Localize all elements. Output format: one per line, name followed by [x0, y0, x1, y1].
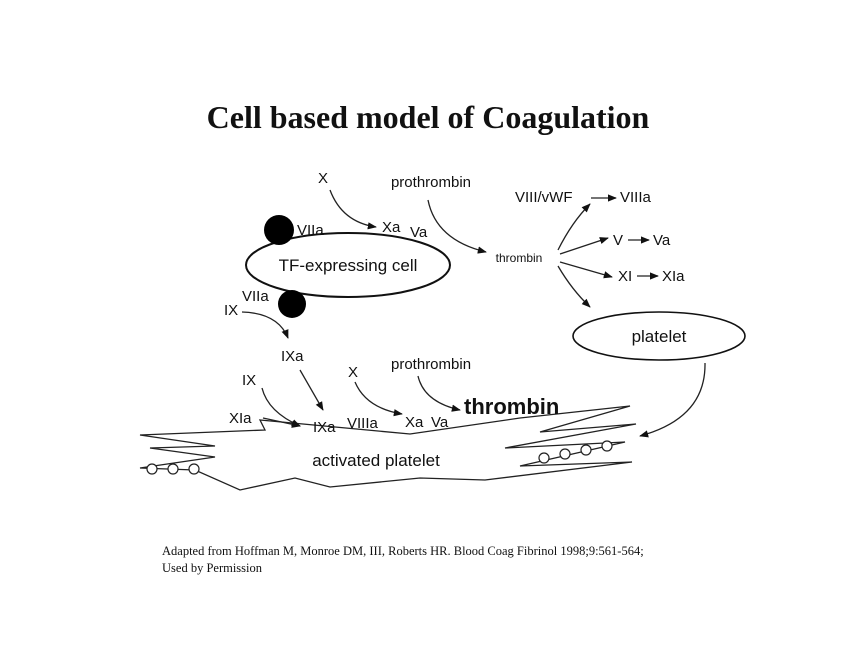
label-v: V — [613, 232, 623, 249]
label-viiia-top: VIIIa — [620, 189, 652, 206]
arrow-thrombin-to-xi — [559, 261, 613, 279]
label-xa-bottom: Xa — [405, 414, 424, 431]
label-xia-bottom: XIa — [229, 410, 252, 427]
label-viia-bottom: VIIa — [242, 288, 269, 305]
tf-viia-complex-bottom — [278, 290, 306, 318]
activated-platelet-outline — [139, 405, 637, 491]
label-viii-vwf: VIII/vWF — [515, 189, 573, 206]
arrow-ixa-to-tenase — [299, 369, 324, 411]
granule — [146, 463, 158, 475]
arrow-ix-to-ixa — [241, 311, 289, 339]
label-ixa-bottom: IXa — [313, 419, 336, 436]
label-prothrombin-bottom: prothrombin — [391, 356, 471, 373]
granule — [538, 452, 550, 464]
label-va-bottom: Va — [431, 414, 449, 431]
activated-platelet-label: activated platelet — [312, 451, 440, 470]
label-x-top: X — [318, 170, 328, 187]
label-thrombin-bold: thrombin — [464, 394, 559, 419]
label-xia-right: XIa — [662, 268, 685, 285]
label-viia-top: VIIa — [297, 222, 324, 239]
label-ix-bottom: IX — [242, 372, 256, 389]
citation-line-1: Adapted from Hoffman M, Monroe DM, III, … — [162, 544, 644, 558]
label-prothrombin-top: prothrombin — [391, 174, 471, 191]
label-xi: XI — [618, 268, 632, 285]
granule — [188, 463, 200, 475]
tf-viia-complex-top — [264, 215, 294, 245]
arrow-thrombin-to-v — [559, 237, 609, 255]
granule — [167, 463, 179, 475]
tf-expressing-cell-label: TF-expressing cell — [279, 256, 418, 275]
page-title: Cell based model of Coagulation — [207, 99, 650, 135]
arrow-prothrombin-to-thrombin — [427, 199, 487, 254]
label-viiia-bottom: VIIIa — [347, 415, 379, 432]
arrow-thrombin-to-viii — [557, 203, 591, 251]
platelet-outline — [572, 311, 746, 361]
tf-expressing-cell-outline — [245, 232, 451, 298]
label-thrombin-small: thrombin — [496, 251, 543, 265]
label-ix-top: IX — [224, 302, 238, 319]
platelet-label: platelet — [632, 327, 687, 346]
label-ixa-top: IXa — [281, 348, 304, 365]
arrow-x-to-xa-platelet — [354, 381, 403, 417]
label-va-top: Va — [410, 224, 428, 241]
granule — [559, 448, 571, 460]
granule — [601, 440, 613, 452]
arrow-platelet-to-activated — [639, 362, 706, 438]
label-x-bottom: X — [348, 364, 358, 381]
arrow-thrombin-to-platelet — [557, 265, 591, 308]
label-va-right: Va — [653, 232, 671, 249]
citation-line-2: Used by Permission — [162, 561, 263, 575]
arrow-xia-to-ix — [262, 417, 301, 428]
granule — [580, 444, 592, 456]
label-xa-top: Xa — [382, 219, 401, 236]
arrow-x-to-xa — [329, 189, 377, 230]
arrow-prothrombin-to-thrombin-platelet — [417, 375, 461, 412]
